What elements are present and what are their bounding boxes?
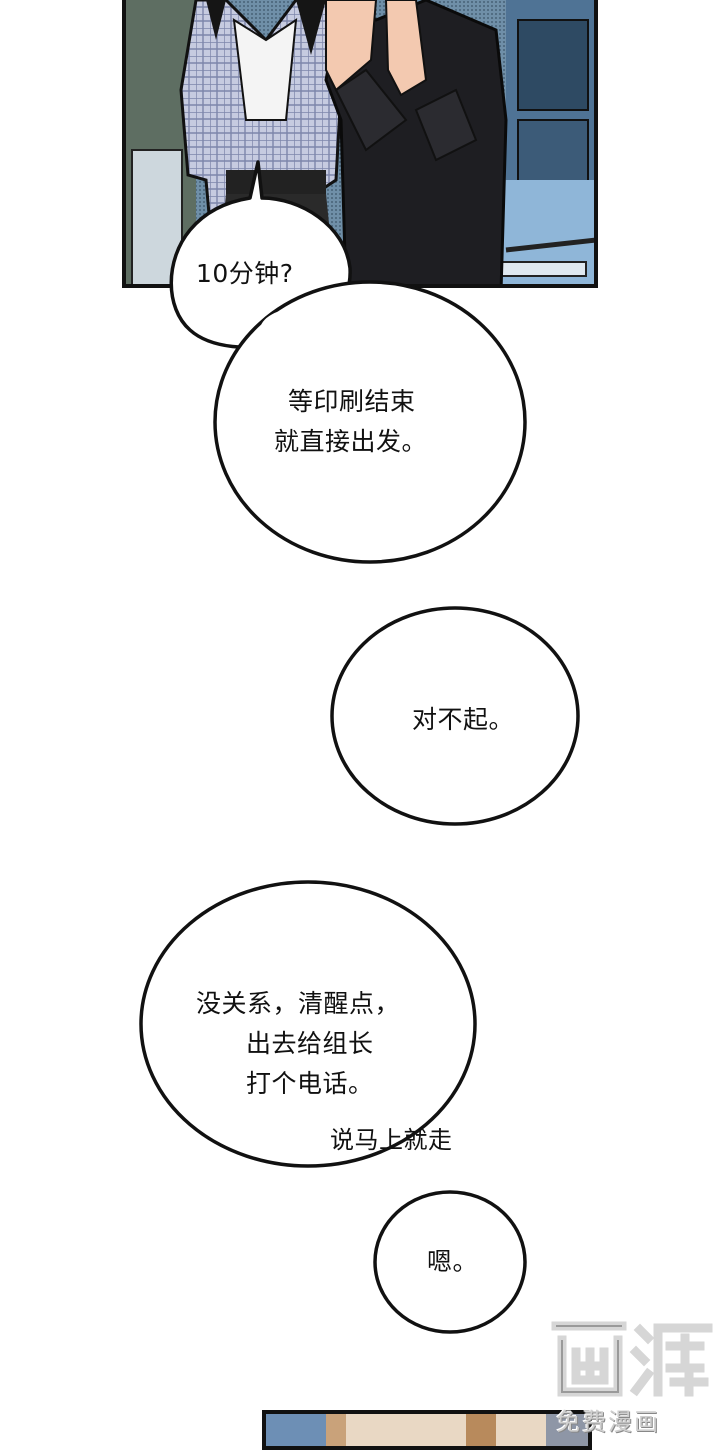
characters-illustration	[126, 0, 594, 284]
next-panel-illustration	[266, 1414, 588, 1446]
watermark-logo-icon	[551, 1321, 713, 1397]
bubble-1-text: 10分钟?	[196, 259, 294, 288]
top-panel-illustration	[122, 0, 598, 288]
bubble-4-text-line-3: 打个电话。	[246, 1069, 374, 1098]
bubble-4-text-line-1: 没关系，清醒点，	[196, 989, 401, 1018]
bubble-2-text-line-2: 就直接出发。	[274, 427, 428, 456]
bubble-3-text: 对不起。	[412, 705, 515, 734]
bubble-4-text-line-2: 出去给组长	[246, 1029, 374, 1058]
bubble-5-text: 嗯。	[427, 1247, 479, 1276]
watermark-subtitle: 免费漫画	[556, 1408, 660, 1436]
bubble-2-text-line-1: 等印刷结束	[288, 387, 416, 416]
aside-text: 说马上就走	[330, 1126, 453, 1154]
bottom-panel-illustration	[262, 1410, 592, 1450]
